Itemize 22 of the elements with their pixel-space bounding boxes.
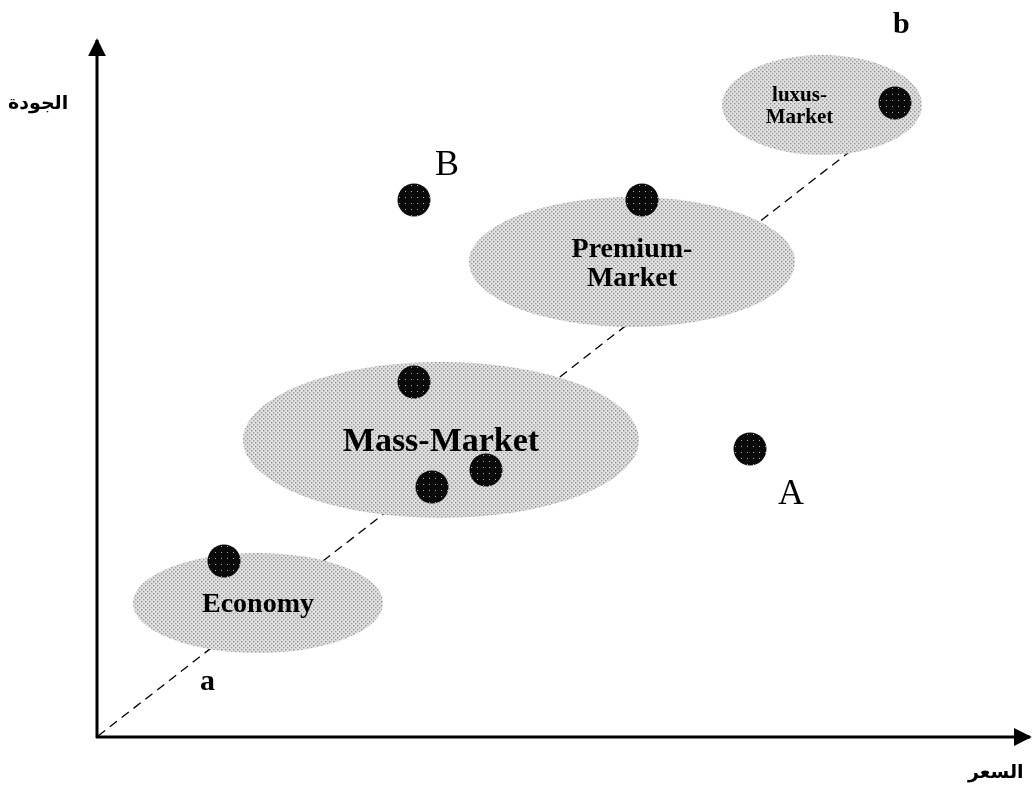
point-label: B: [435, 145, 459, 181]
market-ellipse: [722, 55, 922, 155]
end-label: a: [200, 665, 215, 695]
dot-marker: [415, 470, 449, 504]
market-ellipse: [243, 362, 639, 518]
axis-label: الجودة: [8, 93, 69, 112]
axis-label: السعر: [968, 762, 1024, 781]
dot-marker: [207, 544, 241, 578]
dot-marker: [733, 432, 767, 466]
segment-label: Economy: [202, 588, 314, 618]
end-label: b: [893, 8, 910, 38]
market-ellipse: [133, 553, 383, 653]
market-ellipse: [469, 197, 795, 327]
segment-label: luxus- Market: [764, 82, 835, 128]
dot-marker: [625, 183, 659, 217]
dot-marker: [397, 365, 431, 399]
point-label: A: [778, 474, 804, 510]
segment-label: Premium- Market: [570, 232, 694, 292]
dot-marker: [878, 86, 912, 120]
dot-marker: [469, 453, 503, 487]
segment-label: Mass-Market: [342, 422, 540, 458]
dot-marker: [397, 183, 431, 217]
